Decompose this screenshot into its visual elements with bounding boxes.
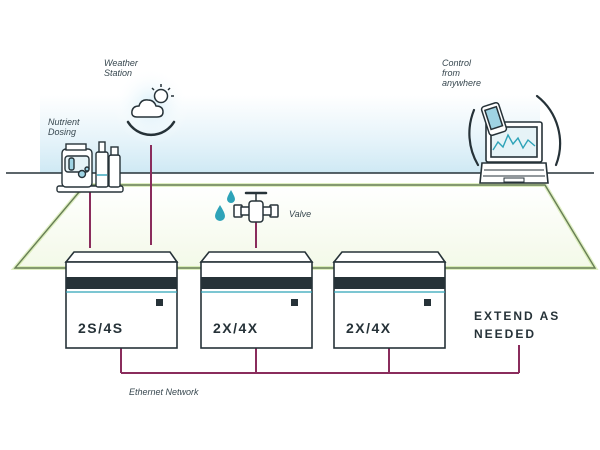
controller-unit-2 — [199, 251, 314, 349]
status-led — [424, 299, 431, 306]
device-connection-lines — [89, 145, 257, 248]
weather-cloud-sun-icon — [131, 84, 174, 118]
valve-label: Valve — [289, 209, 312, 219]
controller-unit-3 — [332, 251, 447, 349]
status-led — [156, 299, 163, 306]
remote-control-devices — [468, 94, 562, 184]
weather-station — [113, 68, 189, 144]
weather-station-label: Weather Station — [104, 58, 138, 78]
field-ground — [13, 184, 597, 269]
controller-unit-1 — [64, 251, 179, 349]
field-edge-glow — [10, 183, 599, 270]
status-led — [291, 299, 298, 306]
valve-icon — [233, 191, 279, 223]
extend-as-needed-label: EXTEND AS NEEDED — [474, 309, 561, 341]
control-anywhere-label: Control from anywhere — [442, 58, 482, 88]
laptop-arc-right — [535, 94, 562, 167]
ethernet-network-lines — [120, 345, 520, 374]
ethernet-network-label: Ethernet Network — [129, 387, 199, 397]
laptop-arc-left — [468, 108, 480, 167]
controller-label-1: 2S/4S — [78, 320, 124, 336]
phone-icon — [480, 101, 508, 137]
weather-arc — [126, 120, 176, 137]
controller-label-3: 2X/4X — [346, 320, 392, 336]
nutrient-dosing-tanks-icon — [56, 141, 124, 193]
water-drop-icon — [215, 190, 235, 221]
nutrient-dosing-label: Nutrient Dosing — [48, 117, 80, 137]
controller-label-2: 2X/4X — [213, 320, 259, 336]
